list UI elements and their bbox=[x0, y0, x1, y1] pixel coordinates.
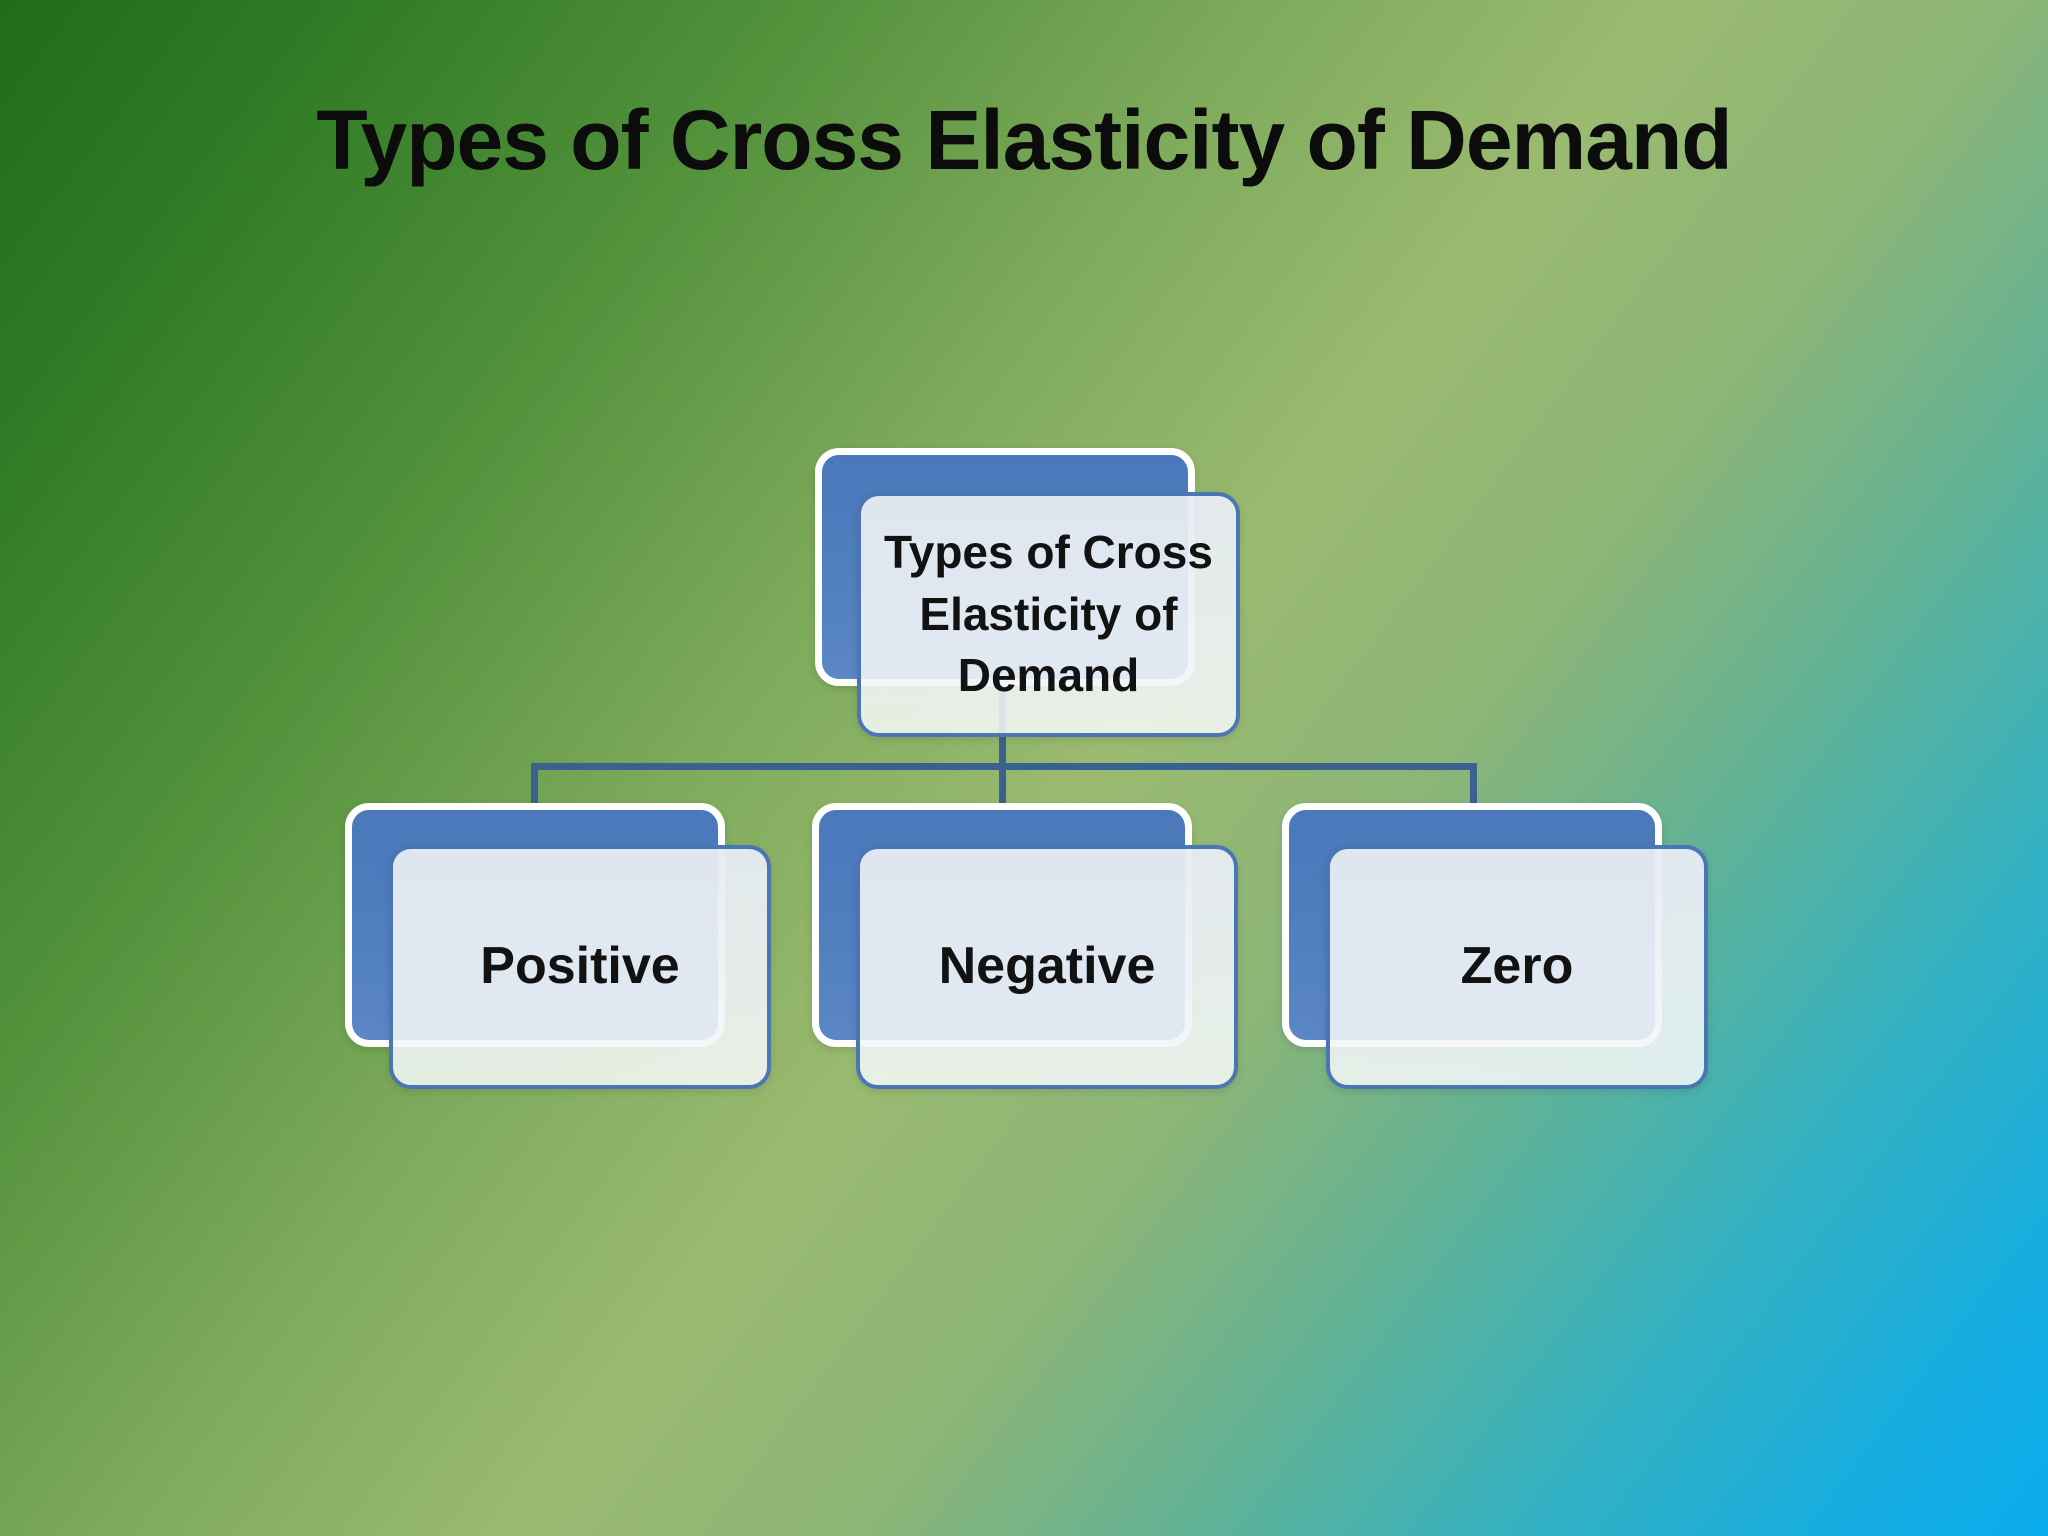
child-node-negative: Negative bbox=[856, 845, 1238, 1089]
child-node-zero-label: Zero bbox=[1460, 937, 1574, 996]
connector-root-vertical bbox=[999, 690, 1006, 811]
root-node: Types of Cross Elasticity of Demand bbox=[857, 492, 1240, 737]
connector-drop-zero bbox=[1470, 763, 1477, 811]
connector-drop-positive bbox=[531, 763, 538, 811]
slide-title: Types of Cross Elasticity of Demand bbox=[316, 93, 1732, 187]
child-node-zero: Zero bbox=[1326, 845, 1708, 1089]
root-node-label: Types of Cross Elasticity of Demand bbox=[884, 526, 1213, 702]
child-node-positive: Positive bbox=[389, 845, 771, 1089]
child-node-negative-label: Negative bbox=[938, 937, 1156, 996]
child-node-positive-label: Positive bbox=[480, 937, 680, 996]
connector-horizontal-rail bbox=[531, 763, 1477, 770]
